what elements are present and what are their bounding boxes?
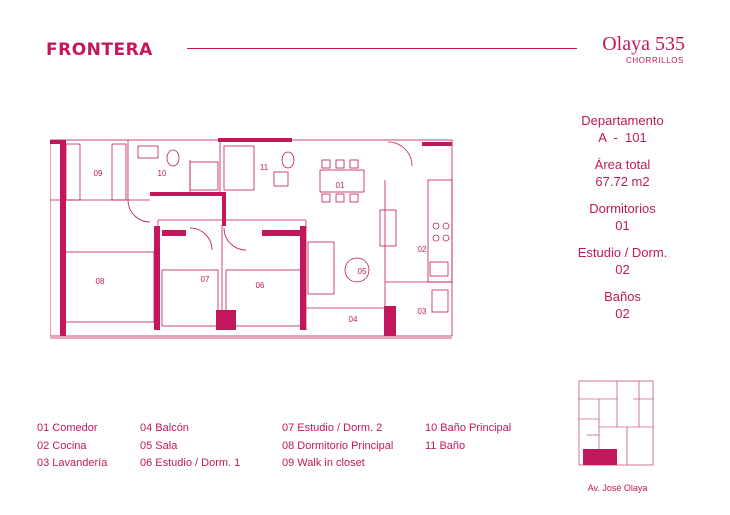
legend-item: 06 Estudio / Dorm. 1 [140, 457, 241, 469]
room-label-07: 07 [201, 275, 210, 284]
study-label: Estudio / Dorm. [577, 245, 668, 260]
room-label-05: 05 [358, 267, 367, 276]
legend-item: 10 Baño Principal [425, 422, 512, 434]
room-label-02: 02 [418, 245, 427, 254]
legend-item: 08 Dormitorio Principal [282, 439, 394, 452]
study-block: Estudio / Dorm. 02 [555, 244, 690, 278]
legend-column-2: 04 Balcón 05 Sala 06 Estudio / Dorm. 1 [140, 420, 240, 473]
legend-item: 02 Cocina [37, 439, 87, 452]
baths-block: Baños 02 [555, 288, 690, 322]
legend-item: 07 Estudio / Dorm. 2 [282, 422, 383, 434]
apartment-label: Departamento [581, 113, 664, 128]
area-block: Área total 67.72 m2 [555, 156, 690, 190]
street-label: Av. José Olaya [587, 483, 648, 493]
legend-item: 05 Sala [140, 439, 178, 452]
room-label-03: 03 [418, 307, 427, 316]
bedrooms-label: Dormitorios [589, 201, 656, 216]
header-divider [187, 48, 577, 49]
baths-value: 02 [615, 306, 630, 321]
legend-item: 09 Walk in closet [282, 457, 365, 469]
bedrooms-value: 01 [615, 218, 630, 233]
legend-column-4: 10 Baño Principal 11 Baño [425, 420, 511, 455]
room-label-06: 06 [256, 281, 265, 290]
room-label-10: 10 [158, 169, 167, 178]
apartment-info: Departamento A - 101 Área total 67.72 m2… [555, 112, 690, 332]
room-label-04: 04 [349, 315, 358, 324]
floor-plan: 01 02 03 04 05 06 07 08 09 10 11 [50, 138, 453, 339]
area-value: 67.72 m2 [595, 174, 650, 189]
room-label-08: 08 [96, 277, 105, 286]
brand-logo: FRONTERA [46, 40, 153, 60]
room-label-11: 11 [260, 163, 269, 172]
room-label-09: 09 [94, 169, 103, 178]
legend-item: 04 Balcón [140, 422, 189, 434]
study-value: 02 [615, 262, 630, 277]
legend-column-3: 07 Estudio / Dorm. 2 08 Dormitorio Princ… [282, 420, 393, 473]
baths-label: Baños [604, 289, 641, 304]
bedrooms-block: Dormitorios 01 [555, 200, 690, 234]
key-plan [578, 380, 654, 466]
legend-item: 01 Comedor [37, 422, 98, 434]
apartment-block: Departamento A - 101 [555, 112, 690, 146]
legend-item: 11 Baño [425, 439, 466, 452]
apartment-value: A - 101 [598, 130, 647, 145]
area-label: Área total [594, 157, 651, 172]
project-district: CHORRILLOS [625, 56, 684, 65]
room-label-01: 01 [336, 181, 345, 190]
project-name: Olaya 535 [602, 33, 685, 55]
legend-item: 03 Lavandería [37, 457, 108, 469]
legend-column-1: 01 Comedor 02 Cocina 03 Lavandería [37, 420, 107, 473]
